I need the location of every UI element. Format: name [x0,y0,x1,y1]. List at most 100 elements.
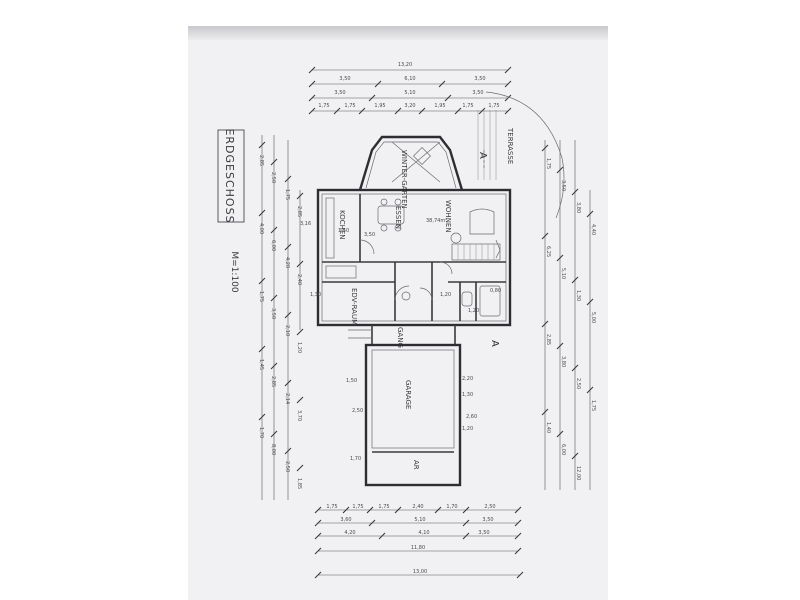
dimension-value: 1,75 [488,103,499,109]
section-marker-top: A [477,152,488,159]
dimension-value: 2,50 [575,378,581,389]
dimension-value: 1,75 [344,103,355,109]
dimension-value: 3,50 [472,90,483,96]
dimension-tick [556,430,564,438]
dimension-value: 2,50 [284,461,290,472]
dimension-tick [258,141,266,149]
dimension-value: 3,80 [575,202,581,213]
dimension-value: 1,75 [326,504,337,510]
dimension-tick [462,506,470,514]
dimension-tick [541,144,549,152]
dimension-value: 4,40 [590,224,596,235]
dimension-tick [444,94,452,102]
door-swing [419,287,433,301]
dimension-value: 1,75 [545,158,551,169]
dimension-tick [284,379,292,387]
dimension-value: 1,75 [352,504,363,510]
dimension-tick [541,320,549,328]
dimension-note: 3,50 [364,232,375,238]
dimension-value: 4,00 [258,223,264,234]
staircase [451,239,501,261]
door-swing [394,285,410,301]
dimension-tick [434,506,442,514]
dimension-tick [394,107,402,115]
dimension-value: 1,30 [575,290,581,301]
room-label-essen: ESSEN [394,206,402,229]
room-area-wohnen: 38,74m² [426,218,447,224]
kitchen-counter [325,197,335,259]
bath-symbol [479,285,501,317]
dimension-value: 5,10 [560,268,566,279]
dimension-tick [296,464,304,472]
terrasse: TERRASSE [477,91,565,219]
dimension-tick [308,107,316,115]
room-label-kochen: KOCHEN [338,210,346,240]
dimension-tick [556,254,564,262]
dimension-tick [284,243,292,251]
dimension-tick [314,519,322,527]
dimension-value: 3,50 [270,308,276,319]
dimension-note: 0,80 [490,288,501,294]
dimension-value: 2,85 [258,155,264,166]
dimension-value: 2,85 [296,206,302,217]
fixture-symbol [401,291,411,301]
drawing-scale: M=1:100 [229,251,239,293]
dimension-value: 3,50 [474,76,485,82]
dimension-tick [571,364,579,372]
room-label-wintergarten: WINTER-GARTEN [400,150,408,209]
dimension-value: 3,50 [482,517,493,523]
armchair-symbol [450,232,462,244]
door-swing [359,239,375,255]
dimension-tick [478,107,486,115]
dimension-value: 3,50 [334,90,345,96]
dimension-value: 12,00 [575,466,581,480]
dimension-value: 1,75 [258,291,264,302]
dimension-value: 1,70 [258,427,264,438]
bottom-dimension-chains: 1,75 1,75 1,75 2,40 1,70 2,50 3,60 5,10 … [314,504,524,579]
dimension-note: 1,20 [440,292,451,298]
dimension-tick [366,506,374,514]
kitchen-counter [325,265,357,279]
dimension-tick [270,226,278,234]
dimension-tick [571,188,579,196]
dimension-tick [296,260,304,268]
garage-block: GARAGE AR [364,343,462,487]
terrace-outline [485,91,565,219]
dimension-value: 5,10 [404,90,415,96]
table-symbol [413,147,431,165]
dimension-tick [462,532,470,540]
dimension-value: 2,40 [296,274,302,285]
dimension-value: 3,60 [340,517,351,523]
wall-inner [365,141,457,189]
left-dimension-chains: 2,852,501,752,854,006,004,202,401,753,50… [258,135,304,500]
dimension-value: 1,85 [296,478,302,489]
dimension-tick [270,362,278,370]
dimension-tick [571,276,579,284]
room-label-wohnen: WOHNEN [444,200,452,233]
dimension-note: 2,50 [352,408,363,414]
dimension-value: 1,40 [545,422,551,433]
sofa-symbol [469,208,495,235]
dimension-value: 5,00 [590,312,596,323]
dimension-tick [462,519,470,527]
room-label-ar: AR [412,460,420,470]
dimension-value: 1,95 [374,103,385,109]
dimension-tick [514,519,522,527]
dimension-tick [556,342,564,350]
dimension-tick [314,571,322,579]
dimension-value: 1,75 [462,103,473,109]
dimension-value: 6,25 [545,246,551,257]
section-markers: A A [477,150,500,347]
wall [358,135,464,191]
dimension-value: 1,75 [284,189,290,200]
glazing-line [391,141,441,183]
dimension-tick [296,328,304,336]
dimension-tick [258,277,266,285]
dimension-tick [541,232,549,240]
dimension-tick [258,209,266,217]
dimension-tick [514,532,522,540]
dimension-value: 2,14 [284,393,290,404]
dimension-tick [296,192,304,200]
gang-passage: GANG [348,325,456,348]
